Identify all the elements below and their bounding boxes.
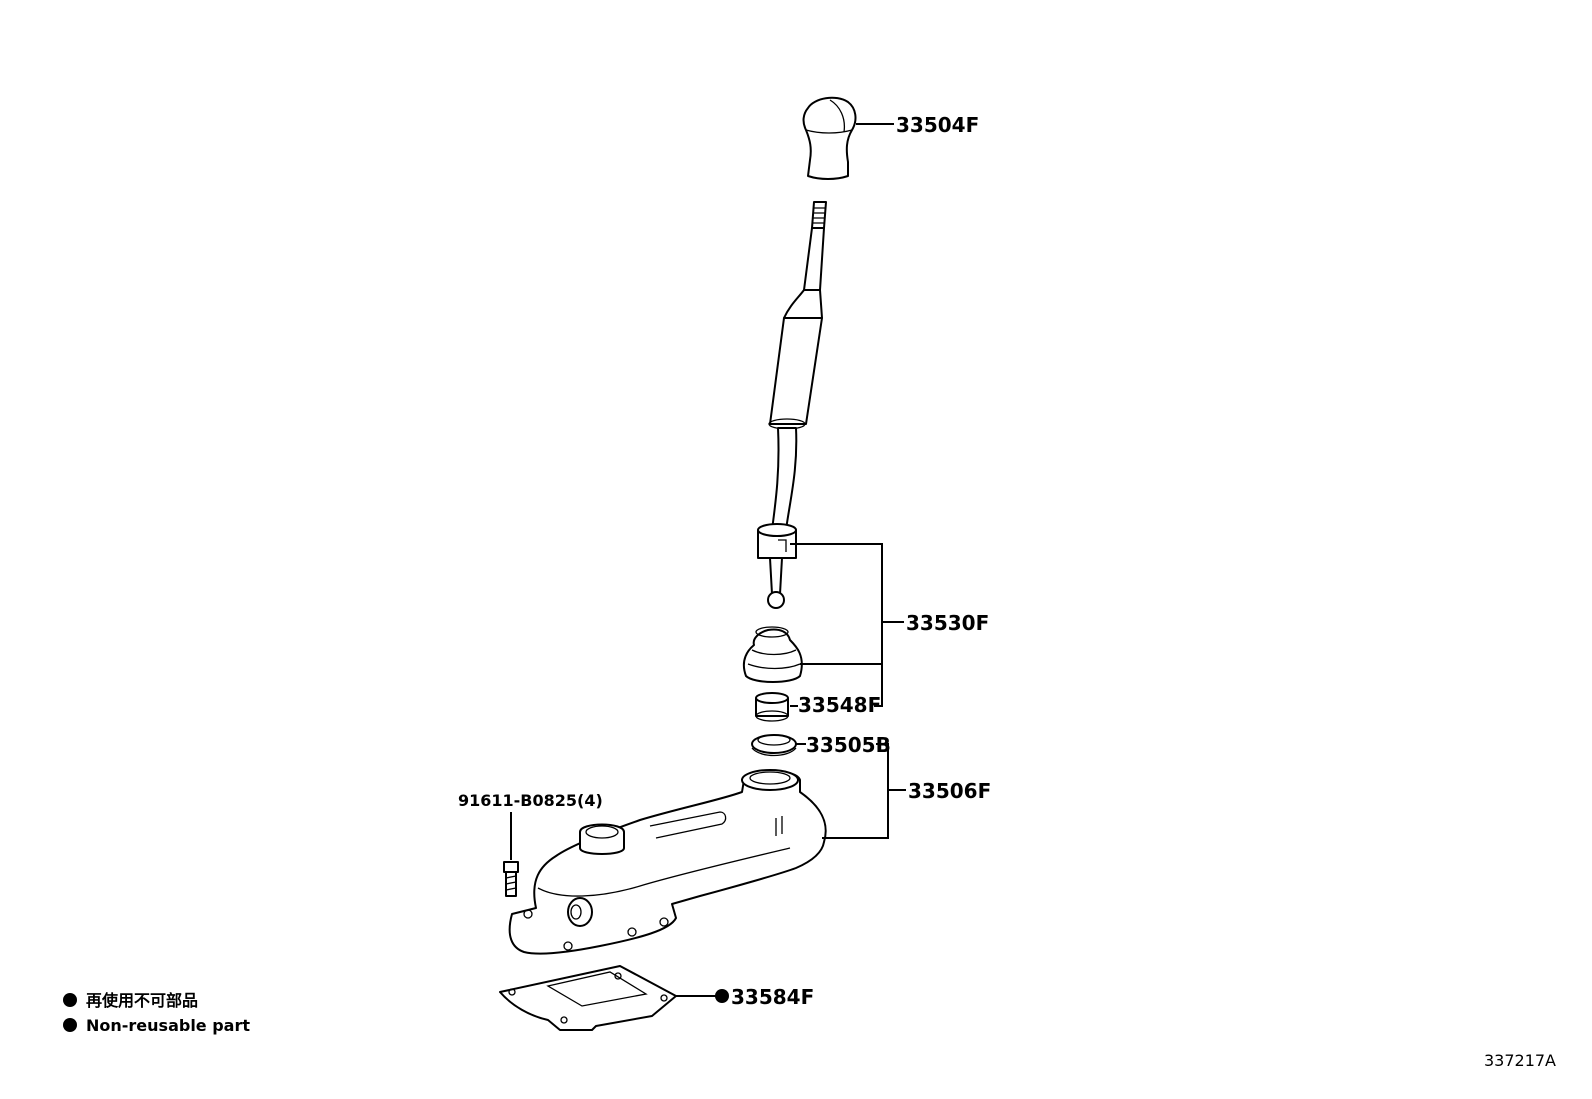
lever-seat [751, 734, 797, 757]
bushing [755, 692, 789, 722]
legend: 再使用不可部品 Non-reusable part [63, 991, 250, 1035]
label-91611-B0825: 91611-B0825(4) [458, 791, 603, 810]
bolt [503, 861, 519, 897]
label-33548F: 33548F [798, 693, 881, 717]
non-reusable-marker [715, 989, 729, 1003]
legend-text-en: Non-reusable part [86, 1016, 250, 1035]
legend-bullet-icon [63, 993, 77, 1007]
shift-lever [757, 201, 827, 609]
shift-knob [802, 96, 857, 180]
shift-boot [742, 626, 803, 683]
retainer-housing [508, 769, 827, 955]
label-33504F: 33504F [896, 113, 979, 137]
label-33506F: 33506F [908, 779, 991, 803]
legend-bullet-icon [63, 1018, 77, 1032]
label-33530F: 33530F [906, 611, 989, 635]
illustration-code: 337217A [1484, 1051, 1556, 1070]
label-33584F: 33584F [731, 985, 814, 1009]
leader-lines [510, 123, 906, 997]
legend-text-ja: 再使用不可部品 [86, 991, 198, 1010]
gasket [499, 965, 677, 1031]
label-33505B: 33505B [806, 733, 891, 757]
